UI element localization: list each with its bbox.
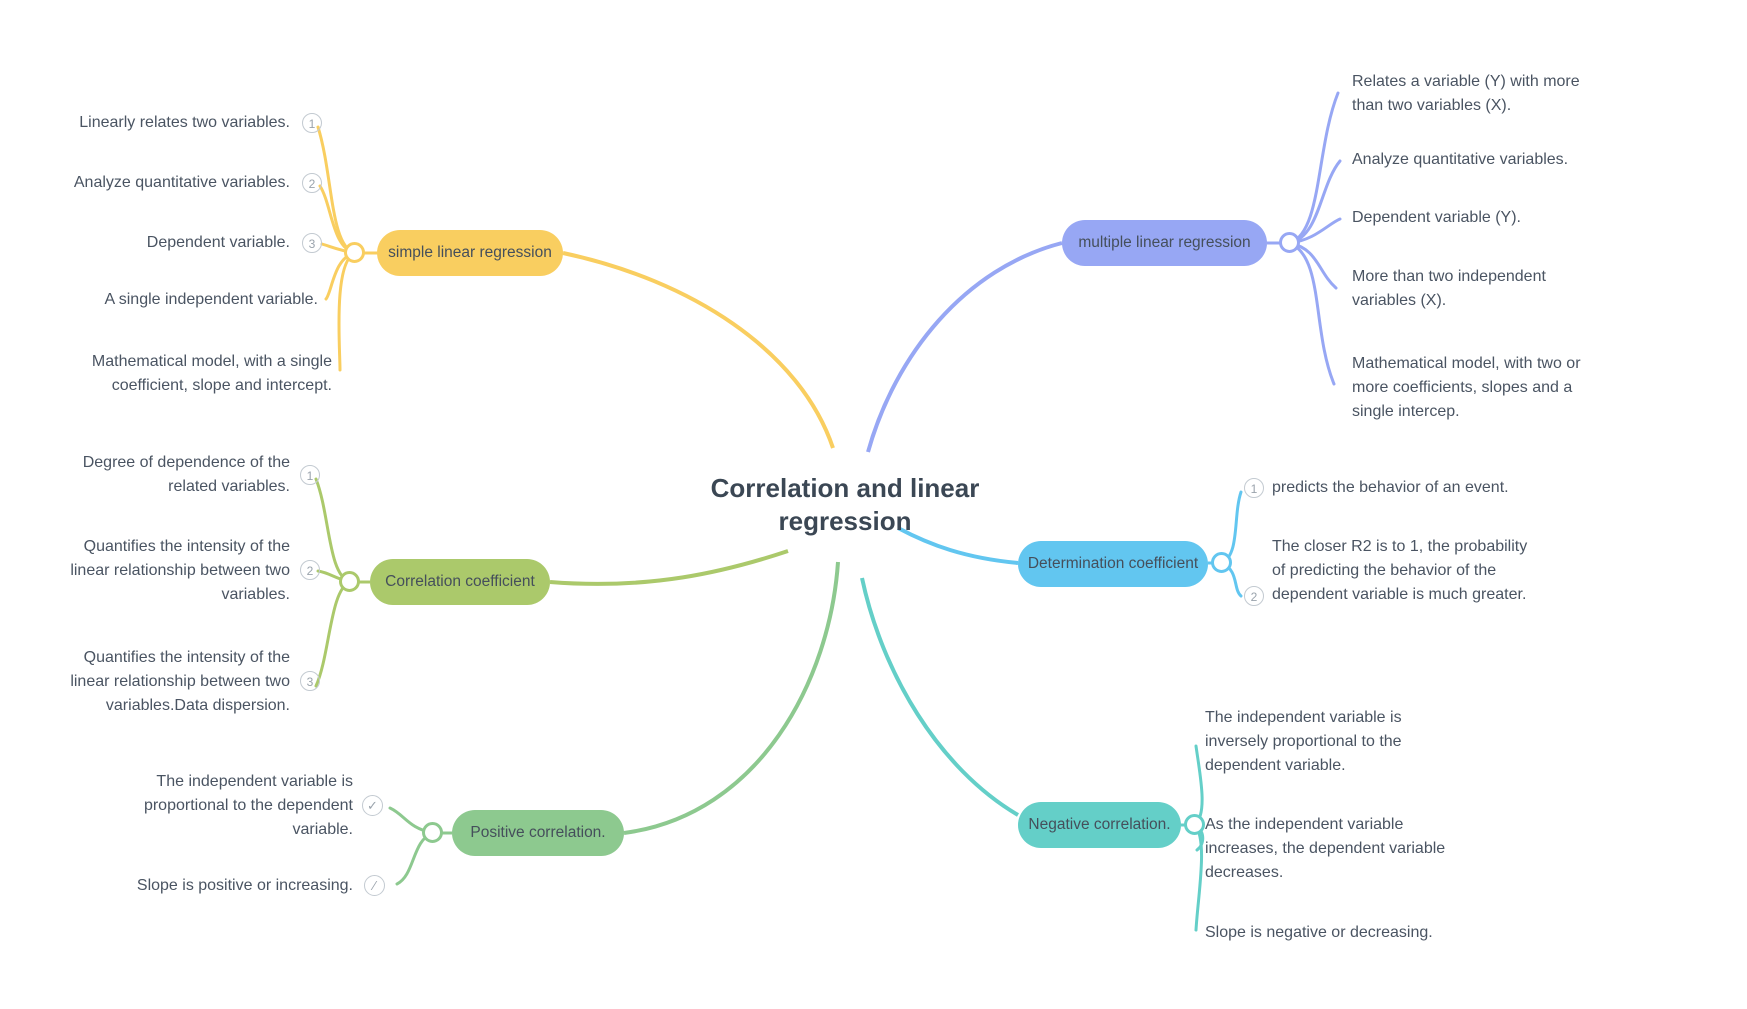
subtopic[interactable]: Slope is negative or decreasing. <box>1205 924 1433 941</box>
topic-negative-correlation[interactable]: Negative correlation. <box>1018 802 1181 848</box>
check-circle-icon: ✓ <box>362 795 383 816</box>
collapse-handle-negative-correlation[interactable] <box>1184 814 1205 835</box>
topic-determination-coefficient[interactable]: Determination coefficient <box>1018 541 1208 587</box>
subtopic[interactable]: Mathematical model, with two or more coe… <box>1352 355 1581 420</box>
priority-1-icon: 1 <box>1244 478 1264 498</box>
subtopic[interactable]: Dependent variable. <box>146 234 290 251</box>
subtopic[interactable]: The independent variable is proportional… <box>143 773 353 838</box>
priority-1-icon: 1 <box>300 465 320 485</box>
collapse-handle-multiple-linear-regression[interactable] <box>1279 232 1300 253</box>
branch-links-simple-linear-regression <box>316 125 835 449</box>
slash-circle-icon: ∕ <box>364 875 385 896</box>
subtopic[interactable]: The closer R2 is to 1, the probability o… <box>1272 538 1528 603</box>
priority-1-icon: 1 <box>302 113 322 133</box>
subtopic[interactable]: Relates a variable (Y) with more than tw… <box>1352 73 1580 114</box>
subtopic[interactable]: Slope is positive or increasing. <box>136 877 353 894</box>
subtopic[interactable]: Quantifies the intensity of the linear r… <box>70 649 290 714</box>
subtopic[interactable]: Quantifies the intensity of the linear r… <box>70 538 290 603</box>
subtopic[interactable]: Dependent variable (Y). <box>1352 209 1521 226</box>
subtopic[interactable]: A single independent variable. <box>104 291 319 308</box>
subtopic[interactable]: Degree of dependence of the related vari… <box>82 454 290 495</box>
priority-3-icon: 3 <box>302 233 322 253</box>
collapse-handle-positive-correlation[interactable] <box>422 822 443 843</box>
topic-multiple-linear-regression[interactable]: multiple linear regression <box>1062 220 1267 266</box>
subtopic[interactable]: Mathematical model, with a single coeffi… <box>91 353 332 394</box>
topic-correlation-coefficient[interactable]: Correlation coefficient <box>370 559 550 605</box>
subtopic[interactable]: predicts the behavior of an event. <box>1272 479 1509 496</box>
priority-2-icon: 2 <box>302 173 322 193</box>
branch-links-multiple-linear-regression <box>866 91 1342 453</box>
priority-2-icon: 2 <box>300 560 320 580</box>
subtopic[interactable]: More than two independent variables (X). <box>1352 268 1546 309</box>
collapse-handle-simple-linear-regression[interactable] <box>344 242 365 263</box>
priority-3-icon: 3 <box>300 671 320 691</box>
branch-links-negative-correlation <box>860 577 1205 932</box>
topic-positive-correlation[interactable]: Positive correlation. <box>452 810 624 856</box>
central-topic[interactable]: Correlation and linear regression <box>710 473 980 536</box>
subtopic[interactable]: Linearly relates two variables. <box>79 114 290 131</box>
collapse-handle-correlation-coefficient[interactable] <box>339 571 360 592</box>
subtopic[interactable]: As the independent variable increases, t… <box>1205 816 1446 881</box>
priority-2-icon: 2 <box>1244 586 1264 606</box>
topic-simple-linear-regression[interactable]: simple linear regression <box>377 230 563 276</box>
subtopic[interactable]: The independent variable is inversely pr… <box>1205 709 1402 774</box>
subtopic[interactable]: Analyze quantitative variables. <box>73 174 290 191</box>
subtopic[interactable]: Analyze quantitative variables. <box>1352 151 1569 168</box>
collapse-handle-determination-coefficient[interactable] <box>1211 552 1232 573</box>
